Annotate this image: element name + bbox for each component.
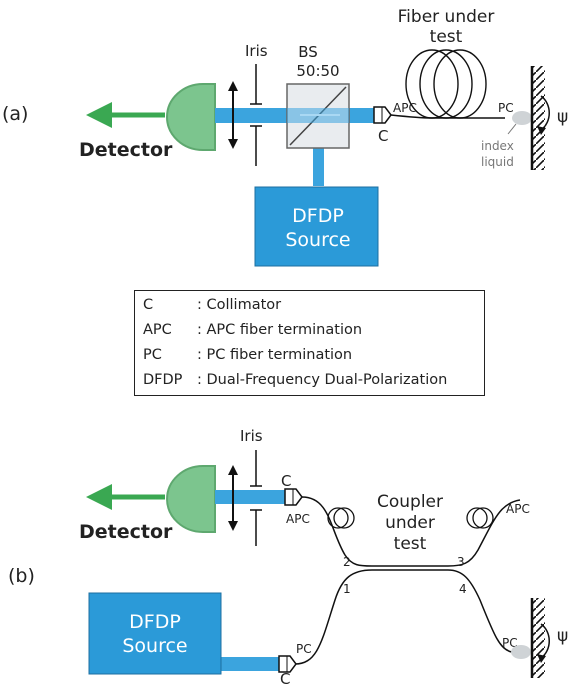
apc-label-b-left: APC (286, 512, 310, 526)
source-a-line2: Source (285, 229, 350, 251)
beam-b-bottom (221, 657, 279, 671)
coupler-label-line2: under (385, 513, 435, 533)
beam-a-vertical (313, 126, 324, 186)
index-label-line1: index (481, 139, 514, 153)
legend-desc: : PC fiber termination (197, 347, 353, 363)
fut-label-line2: test (430, 27, 463, 47)
beam-b-top (215, 490, 285, 504)
detector-label-a: Detector (79, 139, 173, 161)
iris-label-b: Iris (240, 427, 263, 445)
legend-desc: : Dual-Frequency Dual-Polarization (197, 372, 448, 388)
legend-abbr: C (143, 297, 154, 313)
fut-label-line1: Fiber under (398, 7, 495, 27)
source-b (88, 592, 222, 675)
coil-b-left (327, 507, 355, 529)
port-4-label: 4 (459, 582, 467, 596)
pc-label-b-left: PC (296, 642, 312, 656)
index-pointer-a (507, 123, 517, 135)
legend-abbr: APC (143, 322, 172, 338)
fiber-coil-a (405, 49, 487, 119)
index-liquid-a (512, 111, 532, 125)
collimator-a (373, 106, 392, 124)
port-3-label: 3 (457, 555, 465, 569)
iris-a (250, 64, 262, 166)
legend-desc: : APC fiber termination (197, 322, 363, 338)
detector-b (166, 465, 216, 533)
legend-abbr: PC (143, 347, 162, 363)
apc-label-b-right: APC (506, 502, 530, 516)
psi-label-b: ψ (557, 626, 568, 646)
source-a-line1: DFDP (292, 205, 344, 227)
index-liquid-b (511, 645, 531, 659)
mirror-b (530, 598, 545, 678)
pc-label-a: PC (498, 101, 514, 115)
coupler-label-line3: test (394, 534, 427, 554)
port-2-label: 2 (343, 555, 351, 569)
bs-label-line1: BS (298, 43, 318, 61)
collimator-b-bottom (278, 655, 297, 673)
detector-a (166, 83, 216, 151)
beam-splitter (286, 83, 350, 149)
source-a (254, 186, 379, 267)
source-b-line2: Source (122, 635, 187, 657)
bs-label-line2: 50:50 (296, 62, 339, 80)
iris-b (250, 450, 262, 546)
output-arrow-a (86, 102, 165, 128)
panel-a-label: (a) (2, 103, 28, 125)
legend-desc: : Collimator (197, 297, 282, 313)
fiber-a (390, 114, 505, 119)
index-label-line2: liquid (481, 155, 514, 169)
coil-b-right (466, 507, 494, 529)
pc-label-b-right: PC (502, 636, 518, 650)
panel-b-label: (b) (8, 565, 35, 587)
mirror-a (530, 66, 545, 170)
iris-label-a: Iris (245, 42, 268, 60)
psi-label-a: ψ (557, 107, 568, 127)
legend-box: C : Collimator APC : APC fiber terminati… (134, 290, 485, 396)
collimator-label-b-bottom: C (280, 670, 290, 684)
source-b-line1: DFDP (129, 611, 181, 633)
coupler-fibers (294, 496, 521, 665)
coupler-label-line1: Coupler (377, 492, 443, 512)
legend-abbr: DFDP (143, 372, 183, 388)
port-1-label: 1 (343, 582, 351, 596)
collimator-label-b-top: C (281, 472, 291, 490)
collimator-label-a: C (378, 127, 388, 145)
detector-label-b: Detector (79, 521, 173, 543)
output-arrow-b (86, 484, 165, 510)
collimator-b-top (284, 488, 303, 506)
